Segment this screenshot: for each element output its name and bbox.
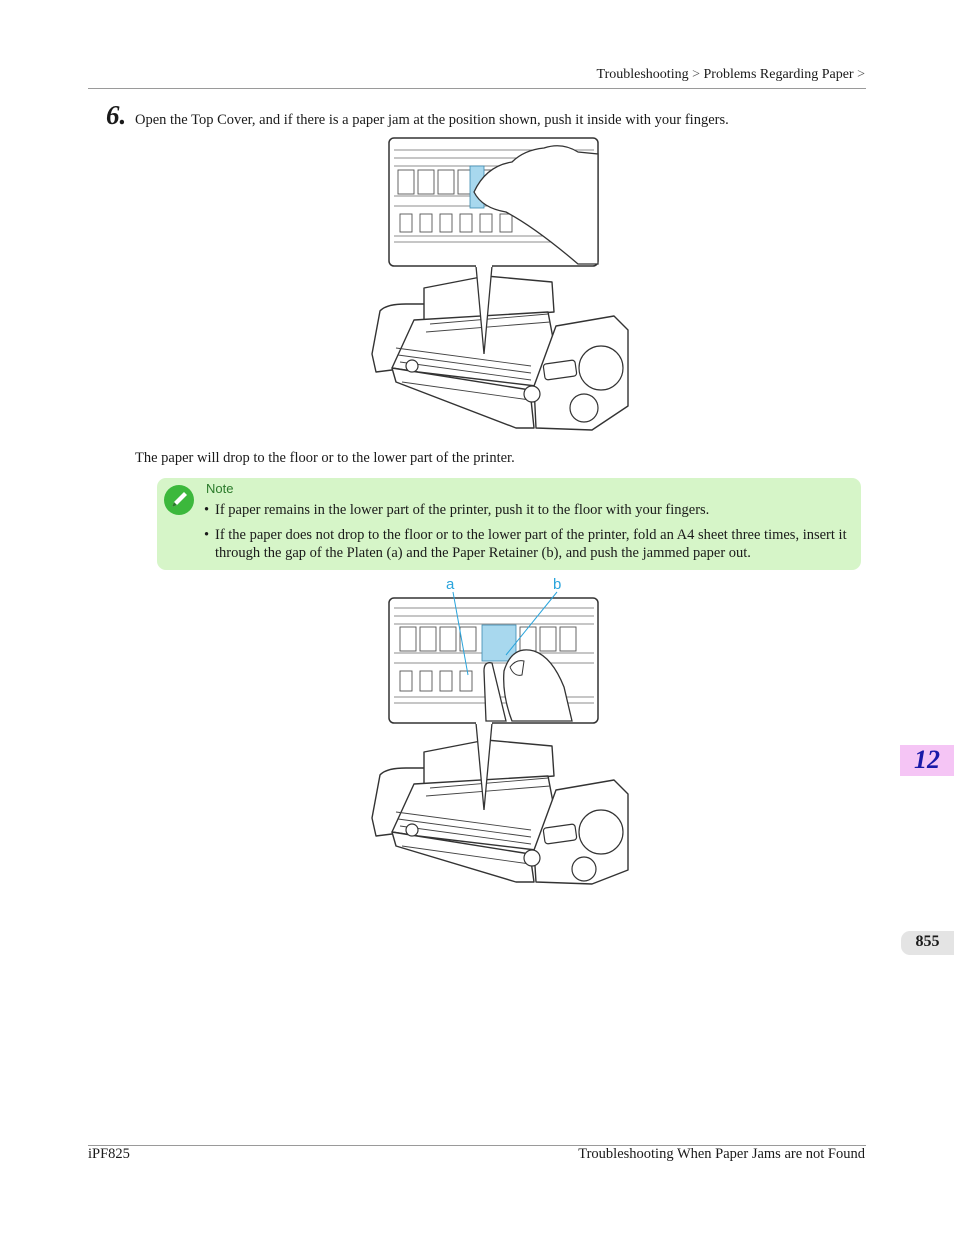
note-list-item: • If paper remains in the lower part of … [204,501,854,519]
footer-divider [88,1145,866,1146]
footer-section-title[interactable]: Troubleshooting When Paper Jams are not … [578,1146,865,1162]
note-box: Note • If paper remains in the lower par… [157,478,861,570]
step-instruction: Open the Top Cover, and if there is a pa… [135,112,729,128]
page-number-tab: 855 [901,931,954,955]
breadcrumb-separator: > [692,67,700,82]
result-description: The paper will drop to the floor or to t… [135,450,515,466]
platen-paper-retainer-illustration: a b [371,576,629,885]
chapter-number: 12 [914,745,940,774]
chapter-tab[interactable]: 12 [900,745,954,776]
note-item-text: If paper remains in the lower part of th… [215,502,710,518]
note-item-text: If the paper does not drop to the floor … [215,527,847,561]
note-bullet: • [204,502,210,518]
breadcrumb: Troubleshooting > Problems Regarding Pap… [597,67,865,83]
callout-label-a: a [446,576,455,593]
page-number: 855 [915,933,940,950]
note-list-item: • If the paper does not drop to the floo… [204,526,854,562]
breadcrumb-trailing-separator: > [857,67,865,82]
note-bullet: • [204,527,210,543]
note-label: Note [206,481,234,496]
header-divider [88,88,866,89]
footer-model-name: iPF825 [88,1146,130,1162]
printer-top-cover-illustration [371,137,629,431]
breadcrumb-link-troubleshooting[interactable]: Troubleshooting [596,67,689,82]
pencil-note-icon [164,485,194,515]
step-number: 6. [106,100,127,130]
callout-label-b: b [553,576,561,593]
breadcrumb-link-problems-regarding-paper[interactable]: Problems Regarding Paper [703,67,854,82]
